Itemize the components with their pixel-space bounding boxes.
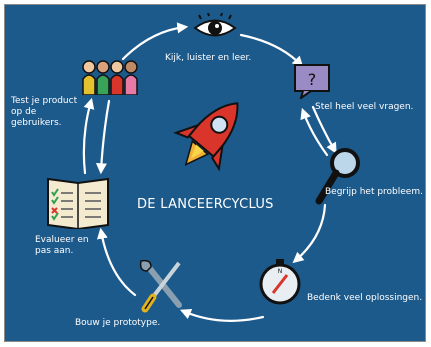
step-label-prototype: Bouw je prototype.: [75, 318, 161, 328]
step-label-observe: Kijk, luister en leer.: [165, 53, 252, 63]
step-label-evaluate-line-1: Evalueer en: [35, 235, 89, 245]
arrow-test-evaluate: [95, 99, 111, 175]
arrow-prototype-evaluate: [96, 227, 137, 297]
eye-icon: [193, 13, 237, 37]
tools-icon: [139, 259, 182, 313]
diagram-title: DE LANCEERCYCLUS: [137, 197, 274, 212]
question-board-icon: ?: [294, 64, 330, 99]
step-label-evaluate-line-2: pas aan.: [35, 246, 74, 256]
step-label-test: Test je product op de gebruikers.: [11, 96, 77, 129]
arrow-define-ask: [300, 107, 329, 157]
users-icon: [82, 60, 138, 95]
arrow-observe-ask: [239, 33, 304, 68]
arrow-define-ideate: [292, 203, 327, 264]
arrow-ideate-prototype: [179, 309, 265, 322]
svg-text:?: ?: [308, 70, 317, 89]
svg-text:N: N: [278, 268, 283, 275]
magnifier-icon: [315, 148, 360, 205]
checklist-icon: [47, 177, 109, 229]
arrow-test-observe: [121, 22, 189, 61]
step-label-test-line-1: Test je product: [11, 96, 78, 106]
arrow-evaluate-test: [82, 97, 95, 175]
step-label-define: Begrijp het probleem.: [325, 187, 423, 197]
rocket-icon: [173, 102, 239, 172]
arrow-ask-define: [311, 105, 337, 154]
step-label-test-line-3: gebruikers.: [11, 118, 62, 128]
step-label-ask: Stel heel veel vragen.: [315, 102, 414, 112]
diagram-panel: ? N: [4, 4, 426, 342]
step-label-test-line-2: op de: [11, 107, 37, 117]
cycle-arrows: [82, 22, 337, 322]
step-label-ideate: Bedenk veel oplossingen.: [307, 293, 423, 303]
compass-icon: N: [259, 259, 301, 305]
step-label-evaluate: Evalueer en pas aan.: [35, 235, 89, 257]
